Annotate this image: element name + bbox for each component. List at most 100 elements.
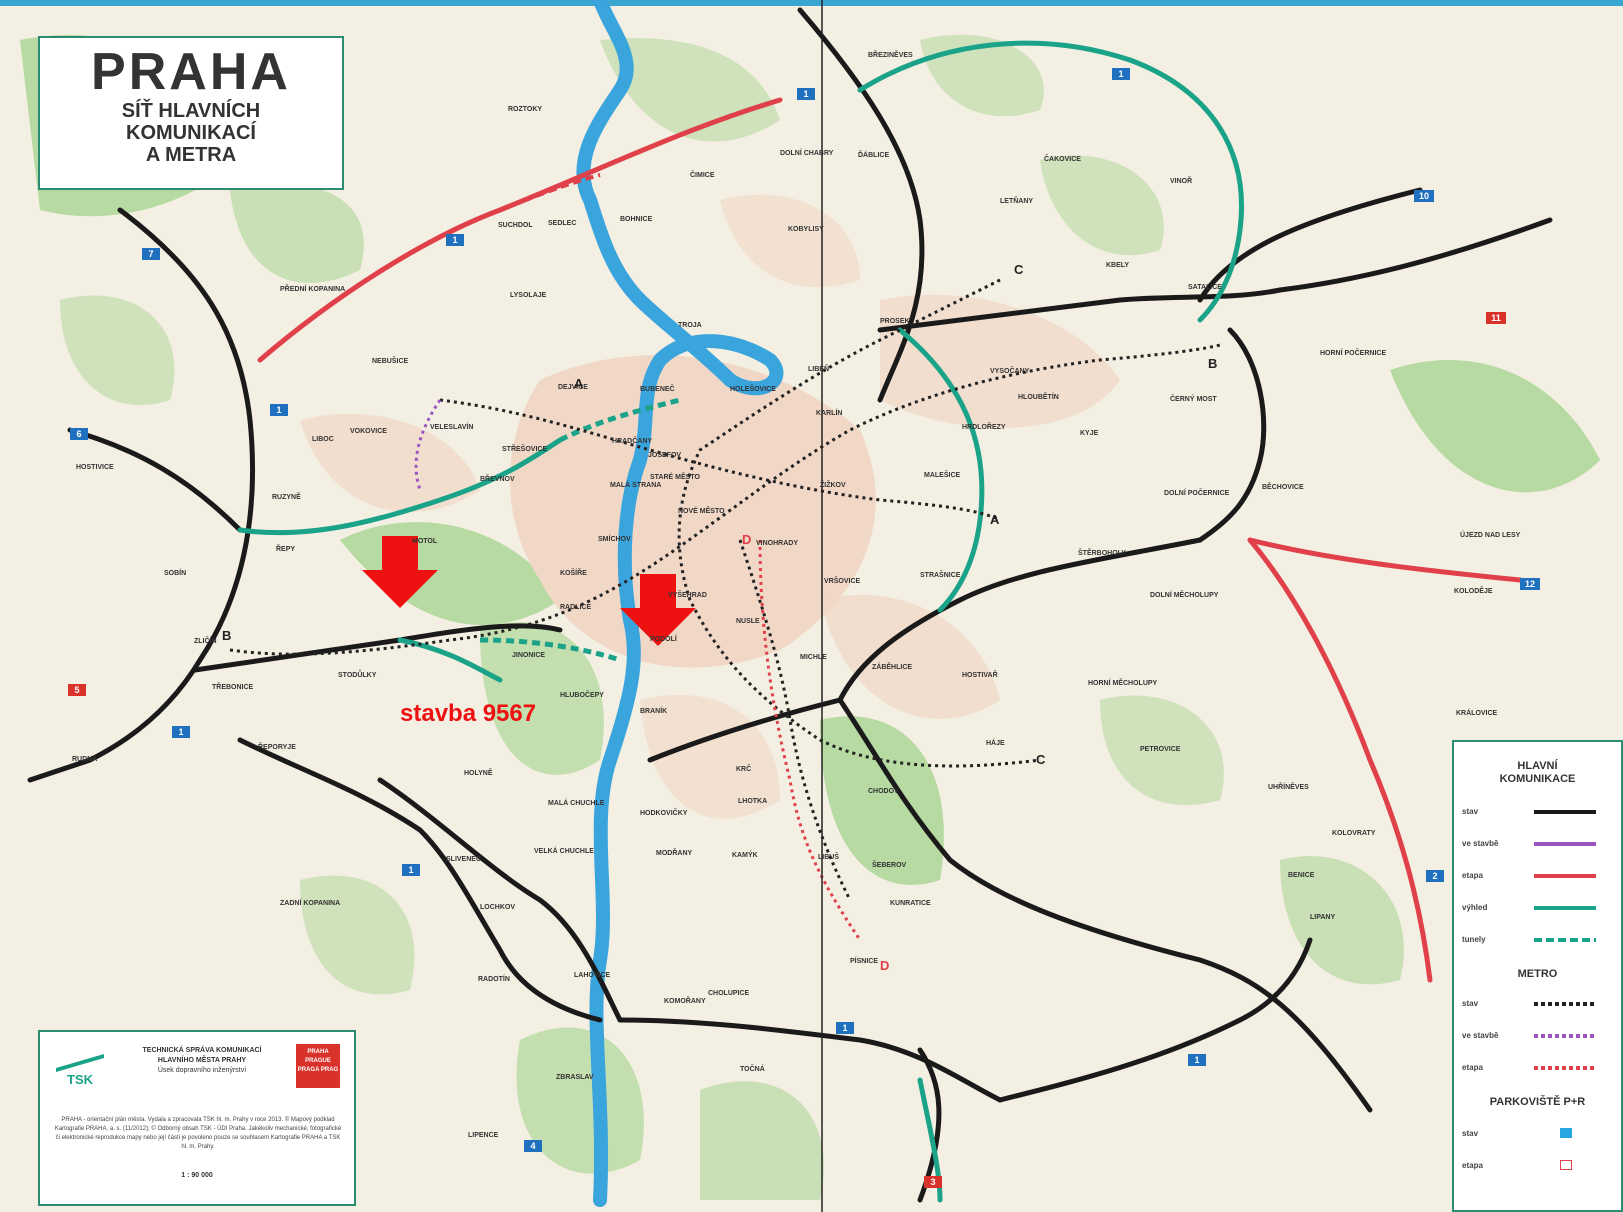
place-label: VELESLAVÍN [430,424,474,431]
road-badge-10: 10 [1419,191,1429,201]
place-label: HODKOVIČKY [640,810,688,817]
metro-planned [758,539,862,941]
place-label: ZÁBĚHLICE [872,664,913,671]
place-label: DOLNÍ MĚCHOLUPY [1150,592,1219,599]
place-label: BRANÍK [640,708,668,715]
place-label: ŠTĚRBOHOLY [1078,550,1126,557]
metro-letter-b: B [1208,356,1218,371]
metro-letter-b: B [222,628,232,643]
place-label: KOŠÍŘE [560,570,587,577]
road-badge-5: 5 [74,685,79,695]
place-label: STŘEŠOVICE [502,446,548,453]
map-legend: HLAVNÍ KOMUNIKACE stav ve stavbě etapa v… [1452,740,1623,1212]
place-label: KRÁLOVICE [1456,710,1498,717]
place-label: BĚCHOVICE [1262,484,1304,491]
place-label: LETŇANY [1000,198,1034,205]
construction-arrow-left [362,536,438,608]
metro-letter-c: C [1014,262,1024,277]
legend-swatch [1534,842,1596,846]
road-badge-1: 1 [1118,69,1123,79]
place-label: ZLIČÍN [194,638,217,645]
legend-metro-ve-stavbe: ve stavbě [1462,1028,1622,1044]
legend-metro-stav: stav [1462,996,1622,1012]
legend-heading-1: HLAVNÍ [1517,760,1558,772]
place-label: TROJA [678,322,702,329]
place-label: LIBUŠ [818,854,839,861]
map-subtitle-line3: A METRA [145,144,237,166]
road-badges: 1 1 1 1 1 1 1 1 2 3 4 5 6 7 10 11 12 [68,68,1540,1188]
legend-metro-etapa: etapa [1462,1060,1622,1076]
place-label: PŘEDNÍ KOPANINA [280,286,346,293]
place-label: BUBENEČ [640,386,675,393]
construction-arrow-right [620,574,696,646]
road-badge-1: 1 [178,727,183,737]
place-label: ČIMICE [690,172,715,179]
place-label: KOMOŘANY [664,998,706,1005]
place-label: PODOLÍ [650,636,677,643]
place-label: PETROVICE [1140,746,1181,753]
place-label: SEDLEC [548,220,577,227]
map-title-box: PRAHA SÍŤ HLAVNÍCH KOMUNIKACÍ A METRA [38,36,344,190]
metro-letter-a: A [574,376,584,391]
place-label: ÚJEZD NAD LESY [1460,532,1521,539]
legend-row-etapa: etapa [1462,868,1622,884]
forest-areas [20,34,1600,1200]
place-label: SMÍCHOV [598,536,631,543]
legend-swatch [1534,874,1596,878]
place-label: HORNÍ POČERNICE [1320,350,1387,357]
place-label: VYSOČANY [990,368,1030,375]
place-label: HOSTIVAŘ [962,672,998,679]
place-label: RADOTÍN [478,976,510,983]
construction-arrows [362,536,696,646]
publisher-name: TECHNICKÁ SPRÁVA KOMUNIKACÍ HLAVNÍHO MĚS… [142,1047,262,1074]
legend-swatch [1534,1066,1596,1070]
place-label: ZADNÍ KOPANINA [280,900,341,907]
place-label: HLUBOČEPY [560,692,604,699]
place-label: CHODOV [868,788,899,795]
place-label: KBELY [1106,262,1130,269]
place-label: HRDLOŘEZY [962,424,1006,431]
metro-letter-c: C [1036,752,1046,767]
road-badge-4: 4 [530,1141,535,1151]
road-badge-1: 1 [842,1023,847,1033]
place-label: STRAŠNICE [920,572,961,579]
legend-swatch [1534,810,1596,814]
legend-row-ve-stavbe: ve stavbě [1462,836,1622,852]
place-label: HORNÍ MĚCHOLUPY [1088,680,1158,687]
road-badge-6: 6 [76,429,81,439]
top-border [0,0,1623,6]
legend-parking-stav: stav [1462,1126,1622,1142]
place-label: HLOUBĚTÍN [1018,394,1059,401]
place-label: NUSLE [736,618,760,625]
road-badge-2: 2 [1432,871,1437,881]
place-label: ŘEPY [276,546,296,553]
road-badge-11: 11 [1491,313,1501,323]
road-badge-1: 1 [1194,1055,1199,1065]
place-label: MALÁ STRANA [610,482,662,489]
road-badge-12: 12 [1525,579,1535,589]
place-label: BŘEZINĚVES [868,52,913,59]
tsk-logo-icon: TSK [56,1054,104,1086]
metro-lines [229,278,1221,901]
place-label: ŘEPORYJE [258,744,296,751]
place-label: LYSOLAJE [510,292,547,299]
place-label: MICHLE [800,654,827,661]
place-label: MALEŠICE [924,472,961,479]
place-label: LIBOC [312,436,334,443]
place-label: STARÉ MĚSTO [650,474,700,481]
place-label: KUNRATICE [890,900,931,907]
place-label: HOLYNĚ [464,770,493,777]
road-badge-1: 1 [803,89,808,99]
place-label: HRADČANY [612,438,653,445]
place-label: ĎÁBLICE [858,152,890,159]
place-label: RUZYNĚ [272,494,301,501]
place-label: LIBEŇ [808,366,829,373]
place-label: ŽIŽKOV [820,482,846,489]
place-label: DOLNÍ CHABRY [780,150,834,157]
place-label: PÍSNICE [850,958,879,965]
metro-under-construction [414,399,442,491]
place-label: PROSEK [880,318,910,325]
place-label: LOCHKOV [480,904,515,911]
place-label: MALÁ CHUCHLE [548,800,605,807]
place-label: LIPENCE [468,1132,499,1139]
